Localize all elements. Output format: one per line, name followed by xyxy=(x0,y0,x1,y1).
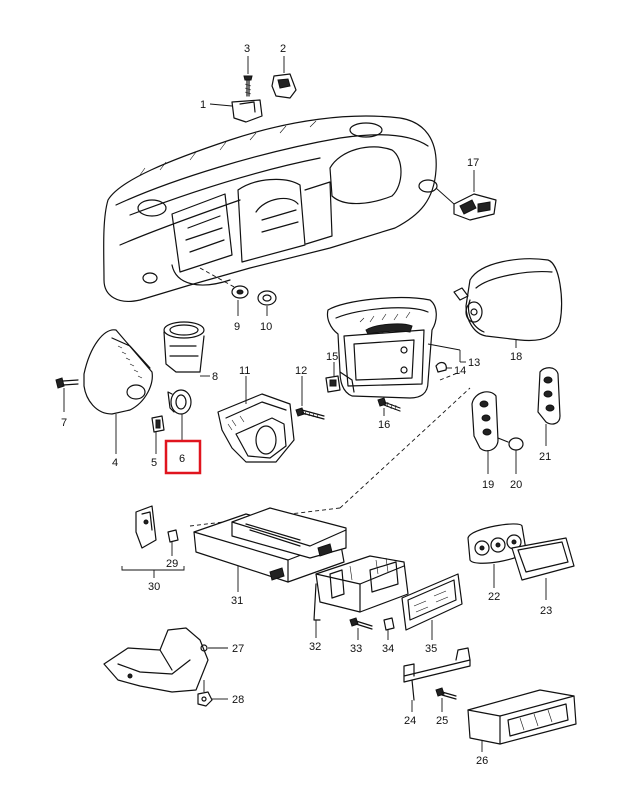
part-11-duct[interactable] xyxy=(217,376,295,463)
selected-part-highlight xyxy=(164,439,202,475)
part-35-cover[interactable] xyxy=(401,573,463,640)
callout-7[interactable]: 7 xyxy=(61,417,67,429)
callout-1[interactable]: 1 xyxy=(200,99,206,111)
part-8-bracket[interactable] xyxy=(163,321,210,377)
callout-31[interactable]: 31 xyxy=(231,595,243,607)
callout-14[interactable]: 14 xyxy=(454,365,466,377)
part-4-side-trim[interactable] xyxy=(83,329,153,454)
callout-32[interactable]: 32 xyxy=(309,641,321,653)
callout-17[interactable]: 17 xyxy=(467,157,479,169)
callout-5[interactable]: 5 xyxy=(151,457,157,469)
part-32-radio-bracket[interactable] xyxy=(313,555,409,638)
callout-8[interactable]: 8 xyxy=(212,371,218,383)
callout-10[interactable]: 10 xyxy=(260,321,272,333)
callout-12[interactable]: 12 xyxy=(295,365,307,377)
callout-19[interactable]: 19 xyxy=(482,479,494,491)
callout-3[interactable]: 3 xyxy=(244,43,250,55)
part-2-clip[interactable] xyxy=(271,56,297,99)
dashboard-carrier xyxy=(103,115,438,302)
part-16-screw[interactable] xyxy=(377,397,401,416)
part-26-tray[interactable] xyxy=(467,689,577,752)
callout-30[interactable]: 30 xyxy=(148,581,160,593)
callout-34[interactable]: 34 xyxy=(382,643,394,655)
part-17-switch[interactable] xyxy=(435,170,497,221)
callout-24[interactable]: 24 xyxy=(404,715,416,727)
part-21-switch-panel[interactable] xyxy=(537,367,561,446)
callout-9[interactable]: 9 xyxy=(234,321,240,333)
callout-20[interactable]: 20 xyxy=(510,479,522,491)
part-10-grommet[interactable] xyxy=(257,290,277,316)
callout-15[interactable]: 15 xyxy=(326,351,338,363)
callout-18[interactable]: 18 xyxy=(510,351,522,363)
part-6-vent-ring[interactable] xyxy=(167,389,192,442)
callout-22[interactable]: 22 xyxy=(488,591,500,603)
callout-16[interactable]: 16 xyxy=(378,419,390,431)
part-9-grommet[interactable] xyxy=(199,267,249,316)
callout-21[interactable]: 21 xyxy=(539,451,551,463)
callout-4[interactable]: 4 xyxy=(112,457,118,469)
callout-2[interactable]: 2 xyxy=(280,43,286,55)
callout-29[interactable]: 29 xyxy=(166,558,178,570)
part-34-nut[interactable] xyxy=(383,617,395,640)
callout-28[interactable]: 28 xyxy=(232,694,244,706)
assembly-lines xyxy=(189,371,471,527)
callout-35[interactable]: 35 xyxy=(425,643,437,655)
callout-33[interactable]: 33 xyxy=(350,643,362,655)
part-33-screw[interactable] xyxy=(349,617,373,640)
part-15-switch[interactable] xyxy=(325,362,341,393)
callout-labels: 1 2 3 4 5 6 7 8 9 10 11 12 13 14 15 16 1… xyxy=(61,43,552,767)
callout-13[interactable]: 13 xyxy=(468,357,480,369)
part-1-bracket[interactable] xyxy=(209,99,263,123)
part-12-screw[interactable] xyxy=(295,376,325,420)
part-19-switch-panel[interactable] xyxy=(471,391,499,474)
part-29-clip[interactable] xyxy=(167,529,179,556)
part-13-center-frame[interactable] xyxy=(326,297,466,399)
part-5-clip[interactable] xyxy=(151,415,165,454)
part-18-glovebox[interactable] xyxy=(453,258,563,348)
part-30-bracket[interactable] xyxy=(121,505,185,578)
part-31-storage-tray[interactable] xyxy=(193,507,347,592)
part-25-screw[interactable] xyxy=(435,687,457,712)
callout-23[interactable]: 23 xyxy=(540,605,552,617)
callout-27[interactable]: 27 xyxy=(232,643,244,655)
callout-25[interactable]: 25 xyxy=(436,715,448,727)
part-23-frame[interactable] xyxy=(511,537,575,600)
part-7-screw[interactable] xyxy=(55,377,79,412)
part-14-clip[interactable] xyxy=(435,361,452,373)
part-20-knob[interactable] xyxy=(497,437,524,474)
callout-26[interactable]: 26 xyxy=(476,755,488,767)
part-27-lower-bracket[interactable] xyxy=(103,627,228,693)
part-24-bracket[interactable] xyxy=(403,647,471,712)
callout-11[interactable]: 11 xyxy=(239,365,250,377)
callout-6[interactable]: 6 xyxy=(179,453,185,465)
part-3-screw[interactable] xyxy=(243,56,253,97)
part-28-nut[interactable] xyxy=(197,680,228,707)
